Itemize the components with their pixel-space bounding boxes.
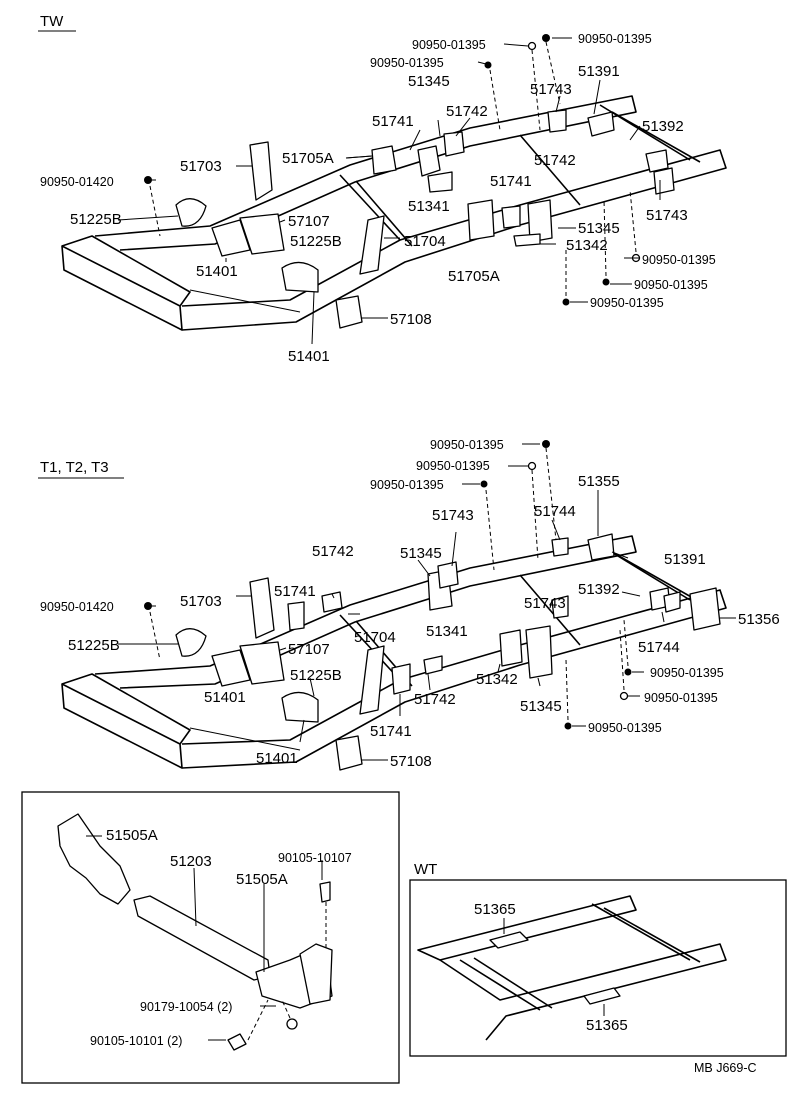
labels-wt: 51365 51365	[474, 901, 628, 1034]
part-label: 51345	[408, 73, 450, 90]
labels-crossmember: 51505A 51203 90105-10107 51505A 90179-10…	[90, 827, 352, 1048]
part-label: 90950-01395	[412, 38, 486, 52]
section-heading-t123: T1, T2, T3	[40, 459, 109, 476]
part-label: 51345	[520, 698, 562, 715]
part-label: 90950-01395	[578, 32, 652, 46]
part-label: 57107	[288, 213, 330, 230]
parts-tw	[144, 34, 675, 329]
part-label: 51742	[312, 543, 354, 560]
part-label: 90950-01420	[40, 175, 114, 189]
part-label: 51742	[414, 691, 456, 708]
part-label: 51703	[180, 593, 222, 610]
part-label: 51505A	[106, 827, 158, 844]
part-label: 57108	[390, 753, 432, 770]
part-label: 51744	[534, 503, 576, 520]
part-label: 51341	[426, 623, 468, 640]
parts-t123	[144, 440, 721, 771]
labels-tw: 90950-01395 90950-01395 90950-01395 5134…	[40, 32, 716, 365]
part-label: 51225B	[68, 637, 120, 654]
part-label: 51365	[586, 1017, 628, 1034]
part-label: 51741	[372, 113, 414, 130]
part-label: 90950-01395	[590, 296, 664, 310]
part-label: 90105-10107	[278, 851, 352, 865]
part-label: 51704	[354, 629, 396, 646]
section-wt-inset: WT 51365 51365	[409, 861, 787, 1057]
part-label: 90950-01395	[650, 666, 724, 680]
part-label: 51741	[490, 173, 532, 190]
part-label: 57108	[390, 311, 432, 328]
part-label: 51225B	[290, 667, 342, 684]
part-label: 90950-01395	[370, 478, 444, 492]
leaders-t123	[118, 443, 736, 761]
part-label: 51225B	[70, 211, 122, 228]
section-tw: TW	[38, 13, 727, 365]
part-label: 51345	[400, 545, 442, 562]
part-label: 51345	[578, 220, 620, 237]
part-label: 90179-10054 (2)	[140, 1000, 232, 1014]
section-heading-wt: WT	[414, 861, 437, 878]
parts-crossmember	[57, 813, 333, 1051]
part-label: 51704	[404, 233, 446, 250]
part-label: 51742	[534, 152, 576, 169]
diagram-code: MB J669-C	[694, 1061, 757, 1075]
part-label: 90950-01420	[40, 600, 114, 614]
part-label: 51203	[170, 853, 212, 870]
part-label: 51743	[432, 507, 474, 524]
inset-box	[409, 879, 787, 1057]
frame-drawing-t123	[61, 535, 727, 769]
part-label: 51401	[204, 689, 246, 706]
part-label: 51365	[474, 901, 516, 918]
labels-t123: 90950-01395 90950-01395 90950-01395 5135…	[40, 438, 780, 770]
part-label: 51741	[274, 583, 316, 600]
part-label: 90950-01395	[644, 691, 718, 705]
part-label: 51392	[578, 581, 620, 598]
leaders-tw	[117, 37, 661, 345]
part-label: 51741	[370, 723, 412, 740]
mount-51225b	[175, 198, 207, 227]
part-label: 51743	[524, 595, 566, 612]
part-label: 51392	[642, 118, 684, 135]
part-label: 51505A	[236, 871, 288, 888]
part-label: 51401	[196, 263, 238, 280]
section-crossmember-inset: 51505A 51203 90105-10107 51505A 90179-10…	[21, 791, 400, 1084]
part-label: 51342	[566, 237, 608, 254]
part-label: 51401	[256, 750, 298, 767]
part-label: 51705A	[448, 268, 500, 285]
part-label: 51355	[578, 473, 620, 490]
part-label: 51703	[180, 158, 222, 175]
part-label: 51391	[578, 63, 620, 80]
leaders-crossmember	[86, 835, 323, 1041]
part-label: 51705A	[282, 150, 334, 167]
part-label: 51391	[664, 551, 706, 568]
bracket-51703	[249, 141, 273, 201]
part-label: 51401	[288, 348, 330, 365]
part-label: 90950-01395	[588, 721, 662, 735]
part-label: 90950-01395	[370, 56, 444, 70]
part-label: 51743	[530, 81, 572, 98]
part-label: 90950-01395	[416, 459, 490, 473]
part-label: 51356	[738, 611, 780, 628]
part-label: 90950-01395	[430, 438, 504, 452]
frame-drawing-wt	[417, 895, 727, 1041]
section-t1-t2-t3: T1, T2, T3	[38, 438, 780, 771]
part-label: 51342	[476, 671, 518, 688]
part-label: 90950-01395	[634, 278, 708, 292]
part-label: 57107	[288, 641, 330, 658]
frame-drawing-tw	[61, 95, 727, 331]
part-label: 51744	[638, 639, 680, 656]
part-label: 51742	[446, 103, 488, 120]
part-label: 51743	[646, 207, 688, 224]
part-label: 90950-01395	[642, 253, 716, 267]
section-heading-tw: TW	[40, 13, 64, 30]
bracket-51704	[359, 215, 385, 275]
part-label: 51225B	[290, 233, 342, 250]
part-label: 90105-10101 (2)	[90, 1034, 182, 1048]
part-label: 51341	[408, 198, 450, 215]
leaders-wt	[503, 918, 605, 1016]
inset-box	[21, 791, 400, 1084]
